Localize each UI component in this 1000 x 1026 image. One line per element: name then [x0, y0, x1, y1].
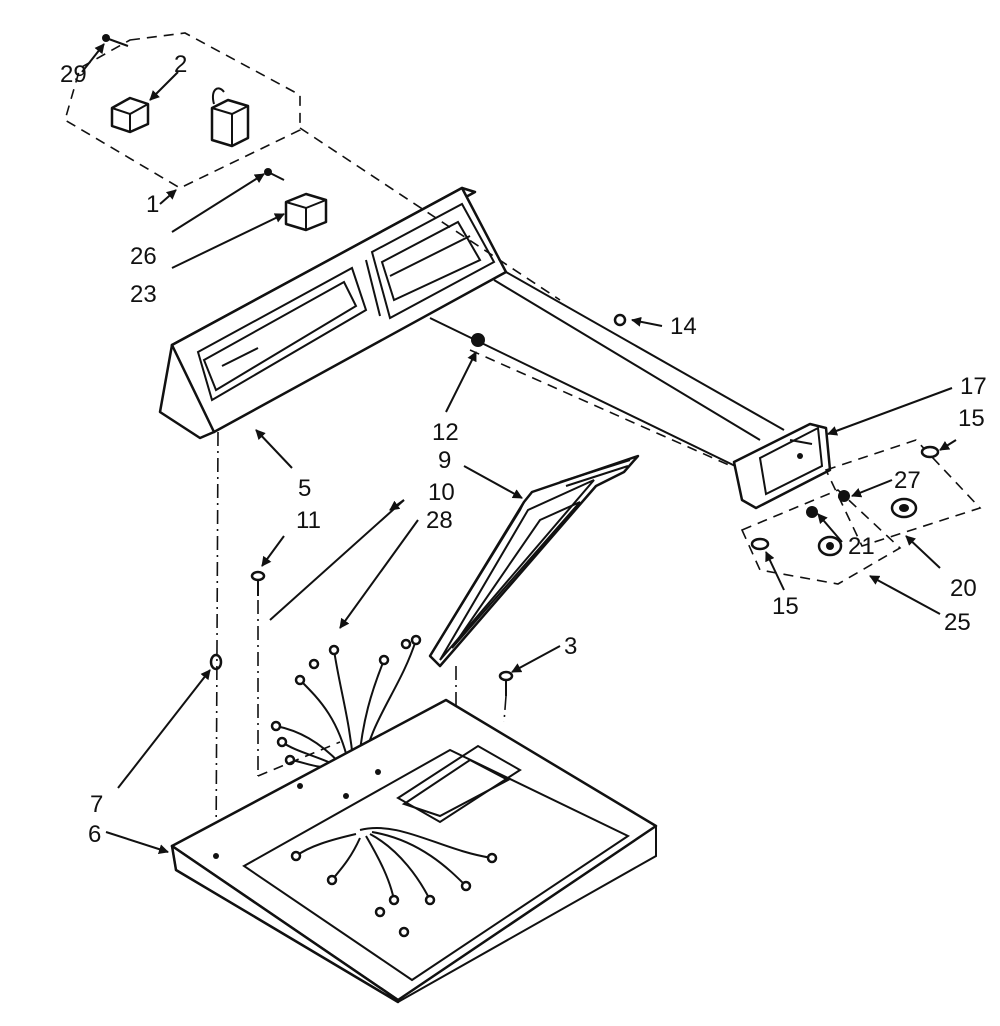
callout-10: 10 — [428, 479, 455, 506]
callout-6: 6 — [88, 821, 101, 848]
callout-26: 26 — [130, 243, 157, 270]
panel-part-9 — [428, 454, 640, 668]
leader-lines — [81, 43, 957, 854]
callout-3: 3 — [564, 633, 577, 660]
knob-part-27 — [838, 490, 918, 519]
end-panel-part-17 — [732, 422, 832, 510]
control-console-part-5 — [158, 186, 508, 440]
base-panel-part-6 — [170, 698, 658, 1004]
callout-7: 7 — [90, 791, 103, 818]
switch-part-23 — [284, 192, 328, 232]
connector-block — [210, 87, 250, 148]
callout-17: 17 — [960, 373, 987, 400]
fastener-part-7 — [209, 653, 223, 671]
clip-part-15-bottom — [750, 537, 770, 551]
knob-part-21 — [806, 506, 843, 557]
callout-2: 2 — [174, 51, 187, 78]
screw-part-3 — [498, 670, 514, 696]
callout-23: 23 — [130, 281, 157, 308]
screw-part-29 — [102, 34, 129, 47]
callout-15-top: 15 — [958, 405, 985, 432]
callout-5: 5 — [298, 475, 311, 502]
callout-11: 11 — [296, 507, 321, 534]
callout-12: 12 — [432, 419, 459, 446]
callout-20: 20 — [950, 575, 977, 602]
switch-assembly-group — [64, 32, 301, 189]
callout-15-bottom: 15 — [772, 593, 799, 620]
screw-part-14 — [613, 313, 627, 327]
callout-28: 28 — [426, 507, 453, 534]
screw-part-26 — [264, 168, 285, 181]
clip-part-15-top — [920, 445, 940, 459]
callout-1: 1 — [146, 191, 159, 218]
knob-assembly-group — [740, 439, 982, 585]
mounting-rail — [299, 127, 785, 479]
callout-labels: 29 2 1 26 23 14 17 15 12 9 5 10 11 28 27… — [60, 51, 987, 848]
switch-part-2 — [110, 96, 150, 134]
callout-9: 9 — [438, 447, 451, 474]
screw-part-11 — [250, 570, 266, 596]
callout-14: 14 — [670, 313, 697, 340]
callout-21: 21 — [848, 533, 875, 560]
callout-25: 25 — [944, 609, 971, 636]
fastener-part-12 — [471, 333, 485, 347]
callout-27: 27 — [894, 467, 921, 494]
callout-29: 29 — [60, 61, 87, 88]
